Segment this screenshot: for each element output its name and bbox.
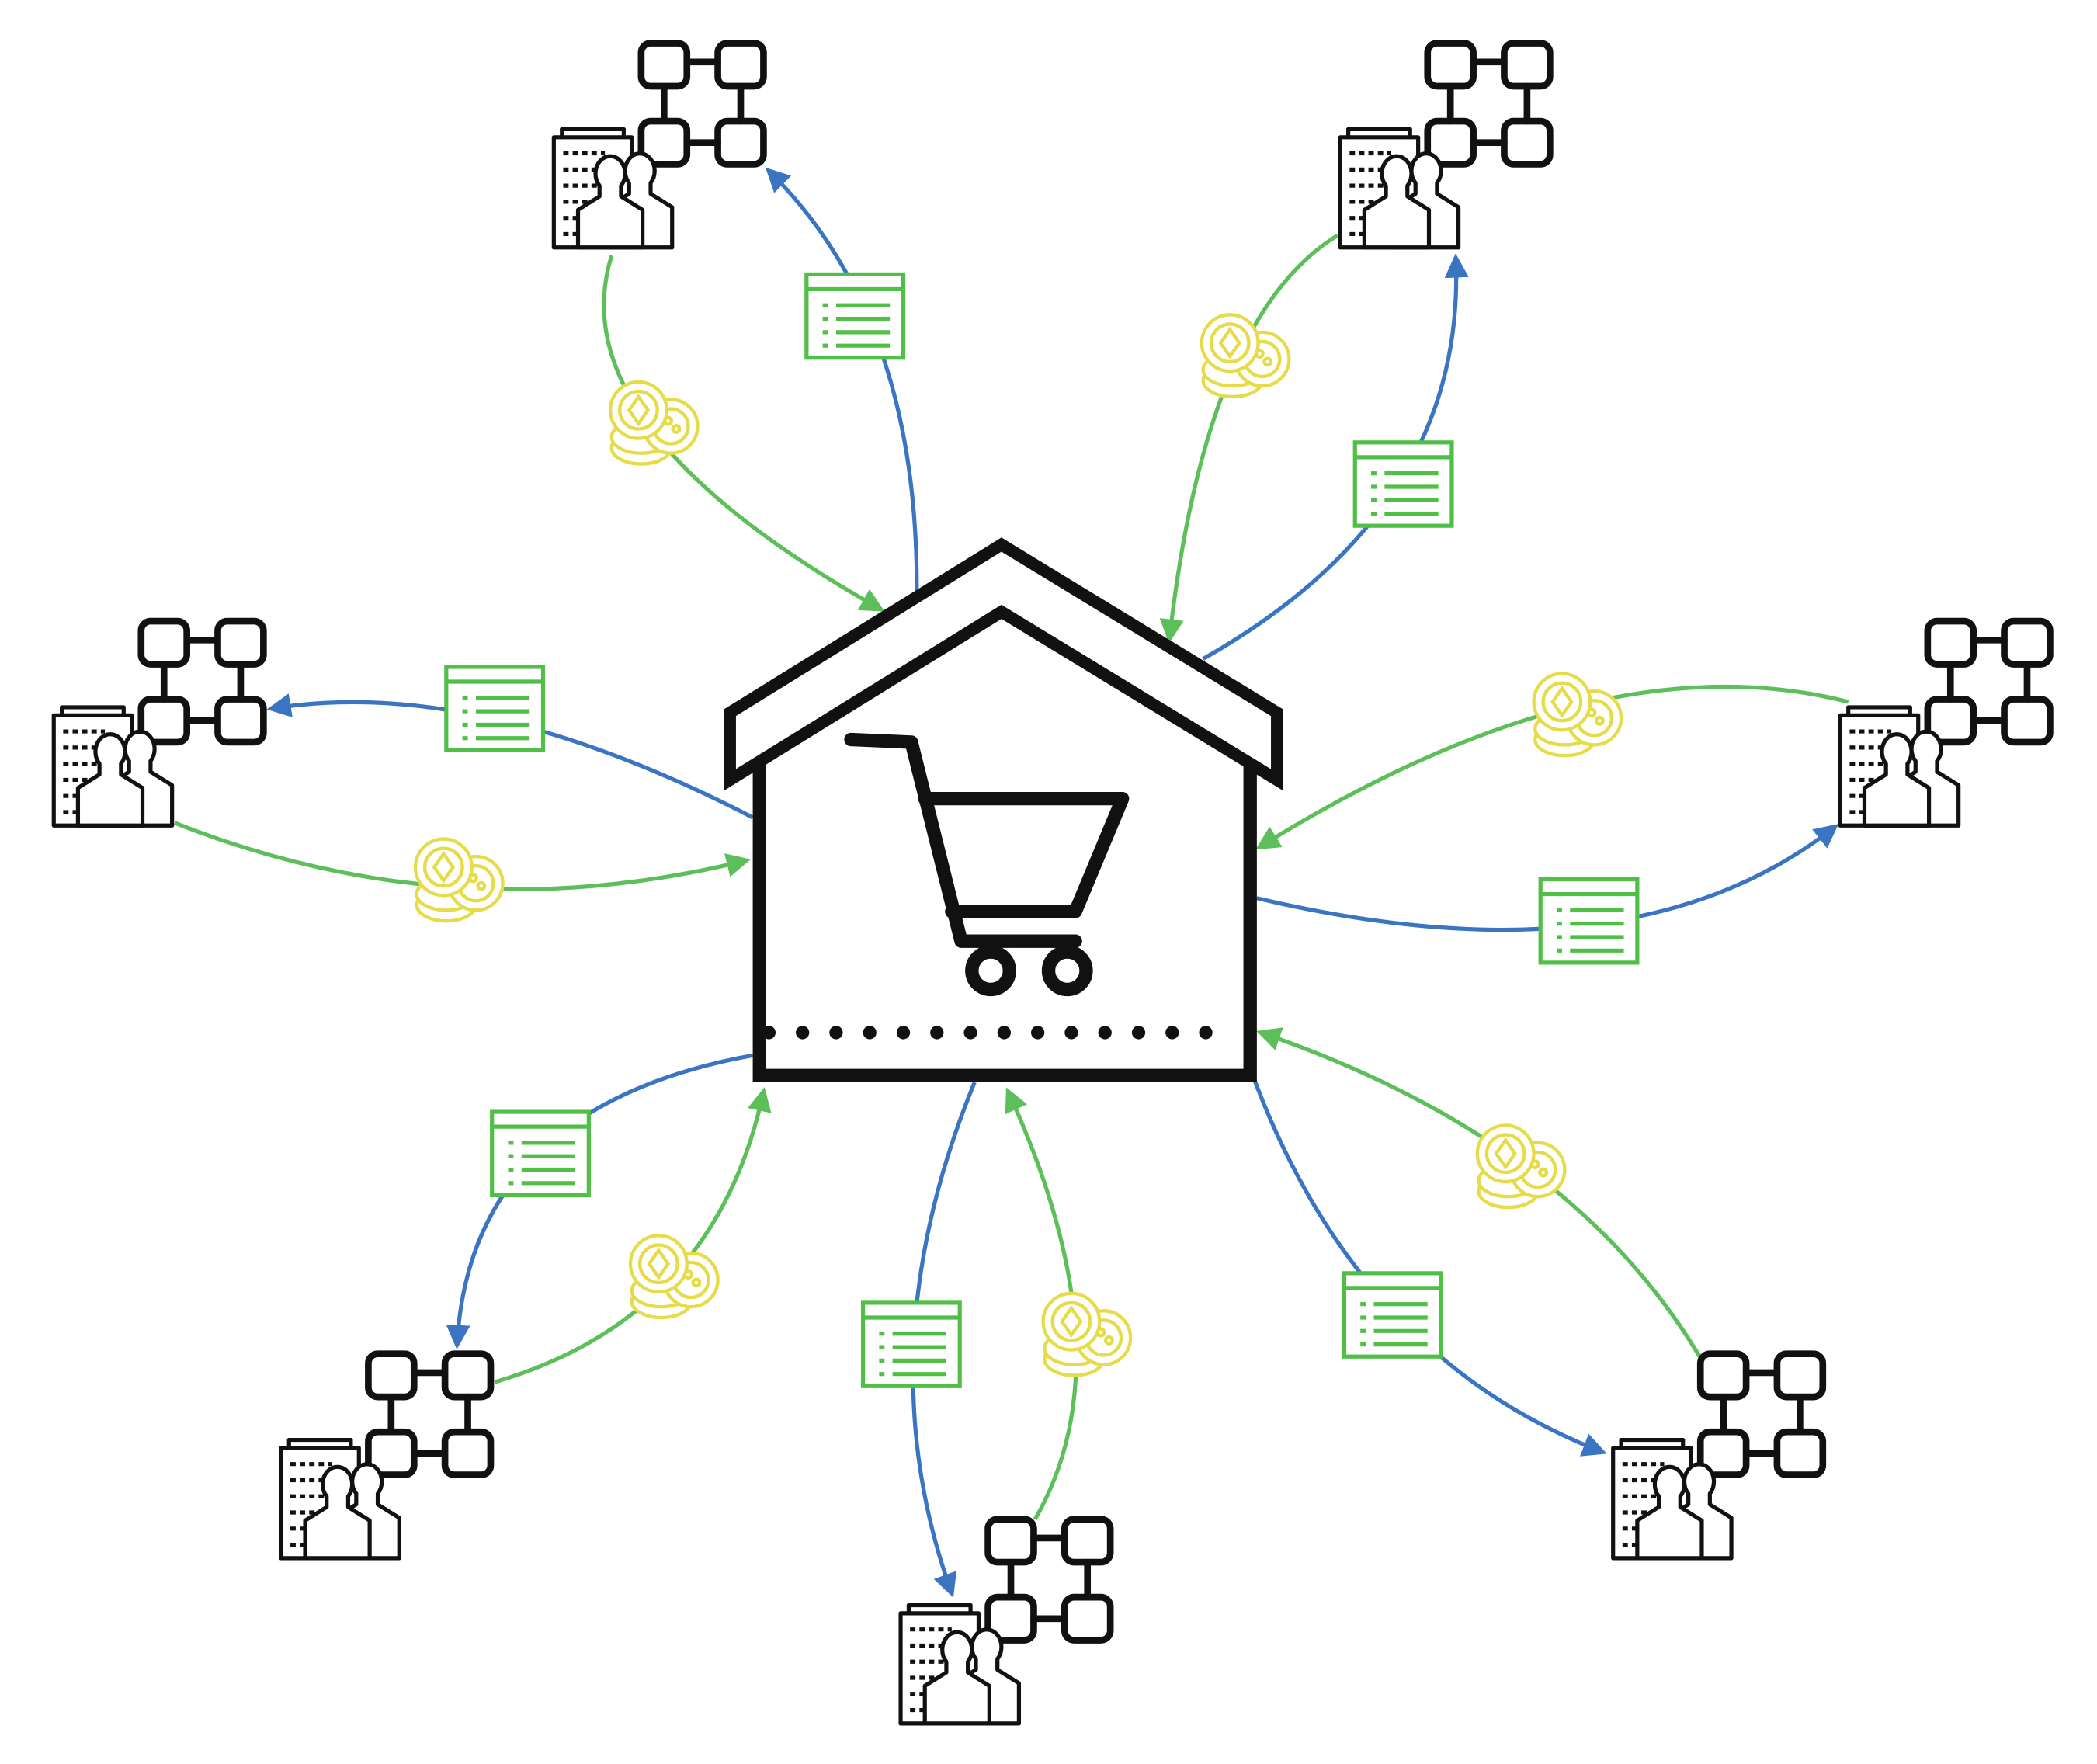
document-icon [807,274,904,357]
flow-payment-top-right [1159,233,1339,644]
crypto-coin-icon [1202,314,1290,397]
flow-request-bottom-right [1251,1075,1607,1457]
document-icon [446,667,543,750]
participant-node-top-right [1340,43,1550,248]
document-icon [1540,880,1637,963]
participant-node-right [1840,621,2050,825]
document-icon [1355,443,1452,526]
crypto-coin-icon [610,382,698,464]
participant-node-bottom-left [281,1354,491,1558]
participant-node-bottom-right [1613,1354,1823,1558]
crypto-coin-icon [415,839,503,922]
participant-node-top-left [554,43,763,248]
document-icon [1344,1273,1441,1356]
store-house-icon [724,537,1283,1082]
crypto-coin-icon [1043,1293,1131,1376]
participant-node-left [54,621,263,825]
participant-node-bottom [901,1519,1110,1724]
crypto-coin-icon [1477,1125,1565,1207]
flow-request-top-left [765,167,919,592]
crypto-coin-icon [630,1235,718,1318]
crypto-coin-icon [1534,674,1622,756]
document-icon [863,1303,960,1386]
shopping-cart-icon [844,732,1130,997]
document-icon [492,1112,589,1195]
